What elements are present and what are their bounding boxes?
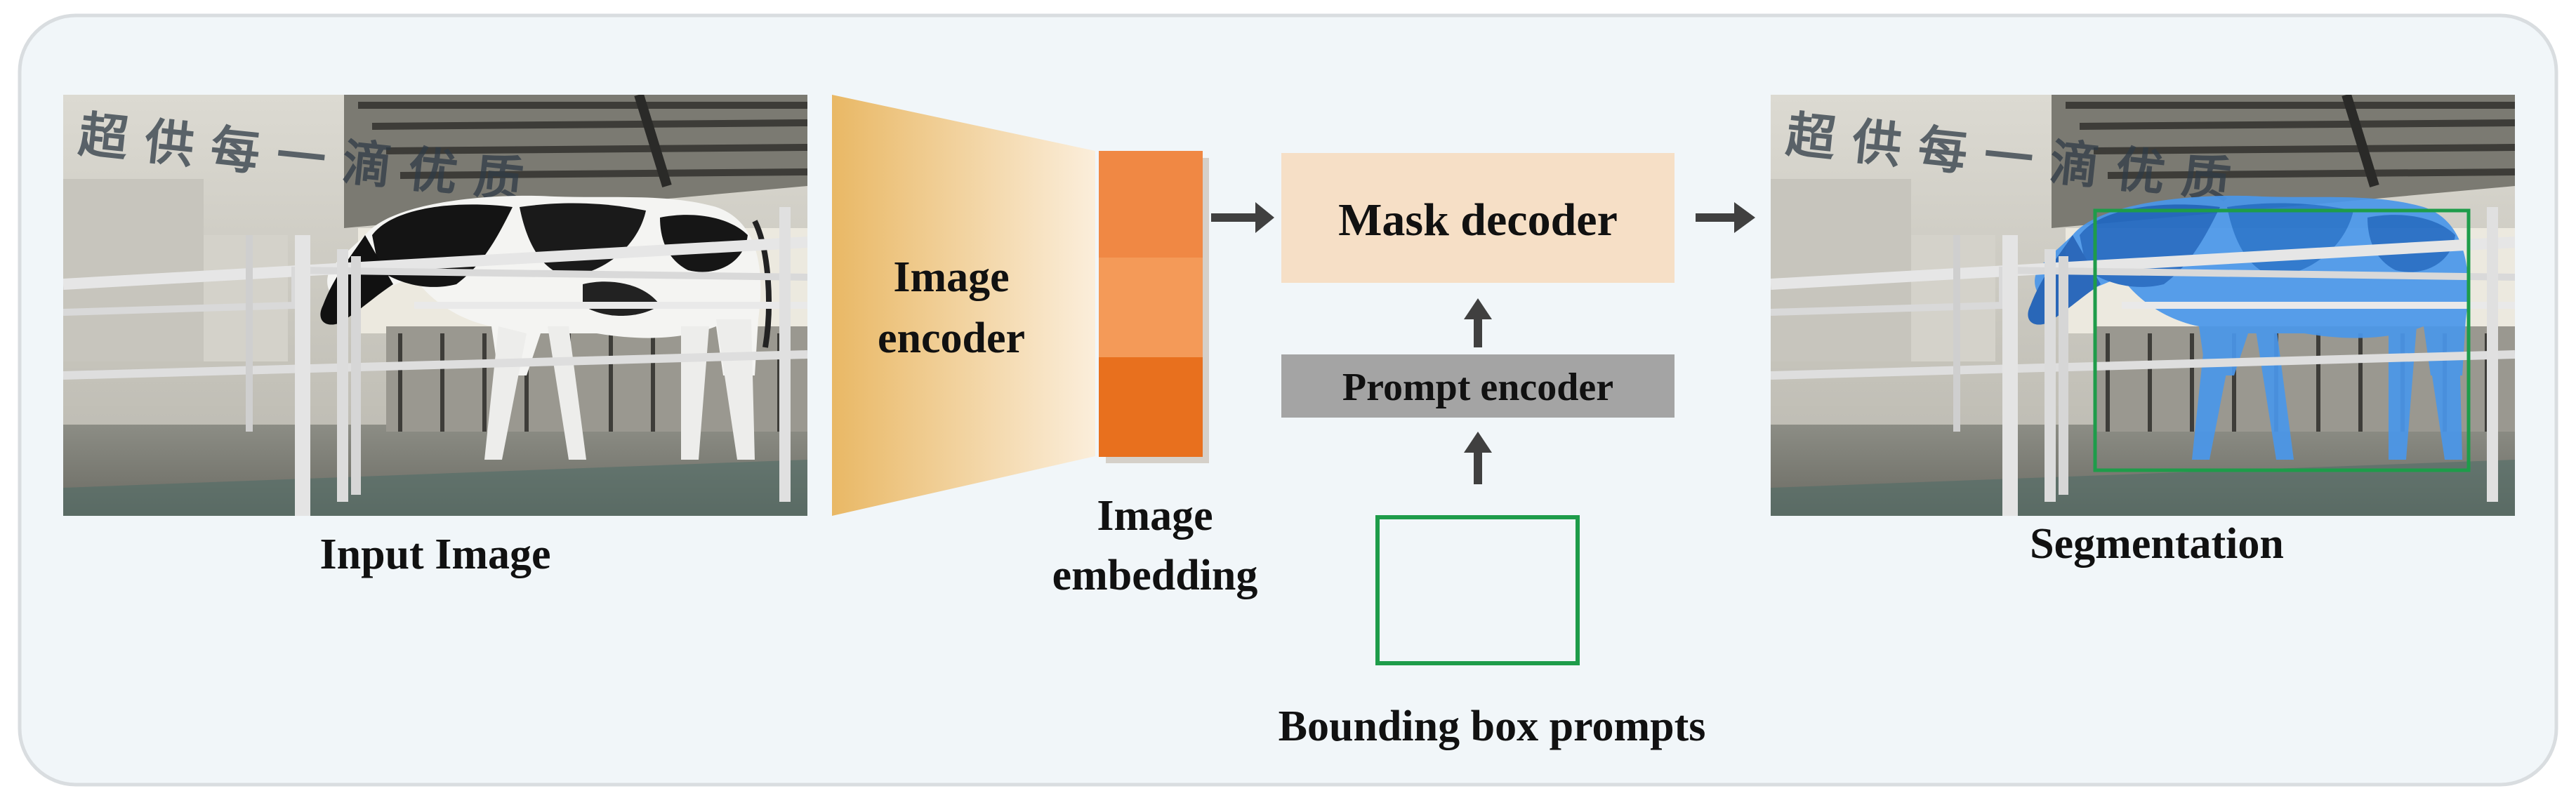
bounding-box-prompts-label: Bounding box prompts — [1279, 703, 1706, 750]
prompt-encoder-label: Prompt encoder — [1342, 366, 1613, 409]
embedding-cell-3 — [1099, 357, 1203, 457]
bounding-box-prompt-icon — [1375, 515, 1580, 665]
input-image-label: Input Image — [319, 531, 550, 578]
input-photo: 超 供 每 一 滴 优 质 — [63, 95, 807, 516]
segmentation-photo: 超 供 每 一 滴 优 质 — [1771, 95, 2515, 516]
mask-decoder-box — [1281, 153, 1675, 283]
image-encoder-label-line1: Image — [893, 253, 1009, 301]
embedding-cell-2 — [1099, 258, 1203, 357]
image-encoder-block — [832, 95, 1095, 516]
embedding-cell-1 — [1099, 151, 1203, 258]
arrow-prompt-to-decoder-head — [1464, 298, 1492, 319]
mask-decoder-label: Mask decoder — [1338, 194, 1618, 246]
arrow-decoder-to-output-head — [1734, 202, 1755, 233]
image-encoder-label-line2: encoder — [878, 314, 1025, 362]
arrow-bbox-to-prompt-head — [1464, 432, 1492, 453]
image-embedding-label-line1: Image — [1097, 492, 1213, 540]
segmentation-label: Segmentation — [2030, 520, 2284, 568]
prompt-encoder-box — [1281, 354, 1675, 418]
image-embedding-stack — [1099, 151, 1209, 463]
image-embedding-label-line2: embedding — [1052, 552, 1258, 599]
segmentation-bbox — [2093, 208, 2471, 472]
arrow-embedding-to-decoder-head — [1255, 202, 1274, 233]
